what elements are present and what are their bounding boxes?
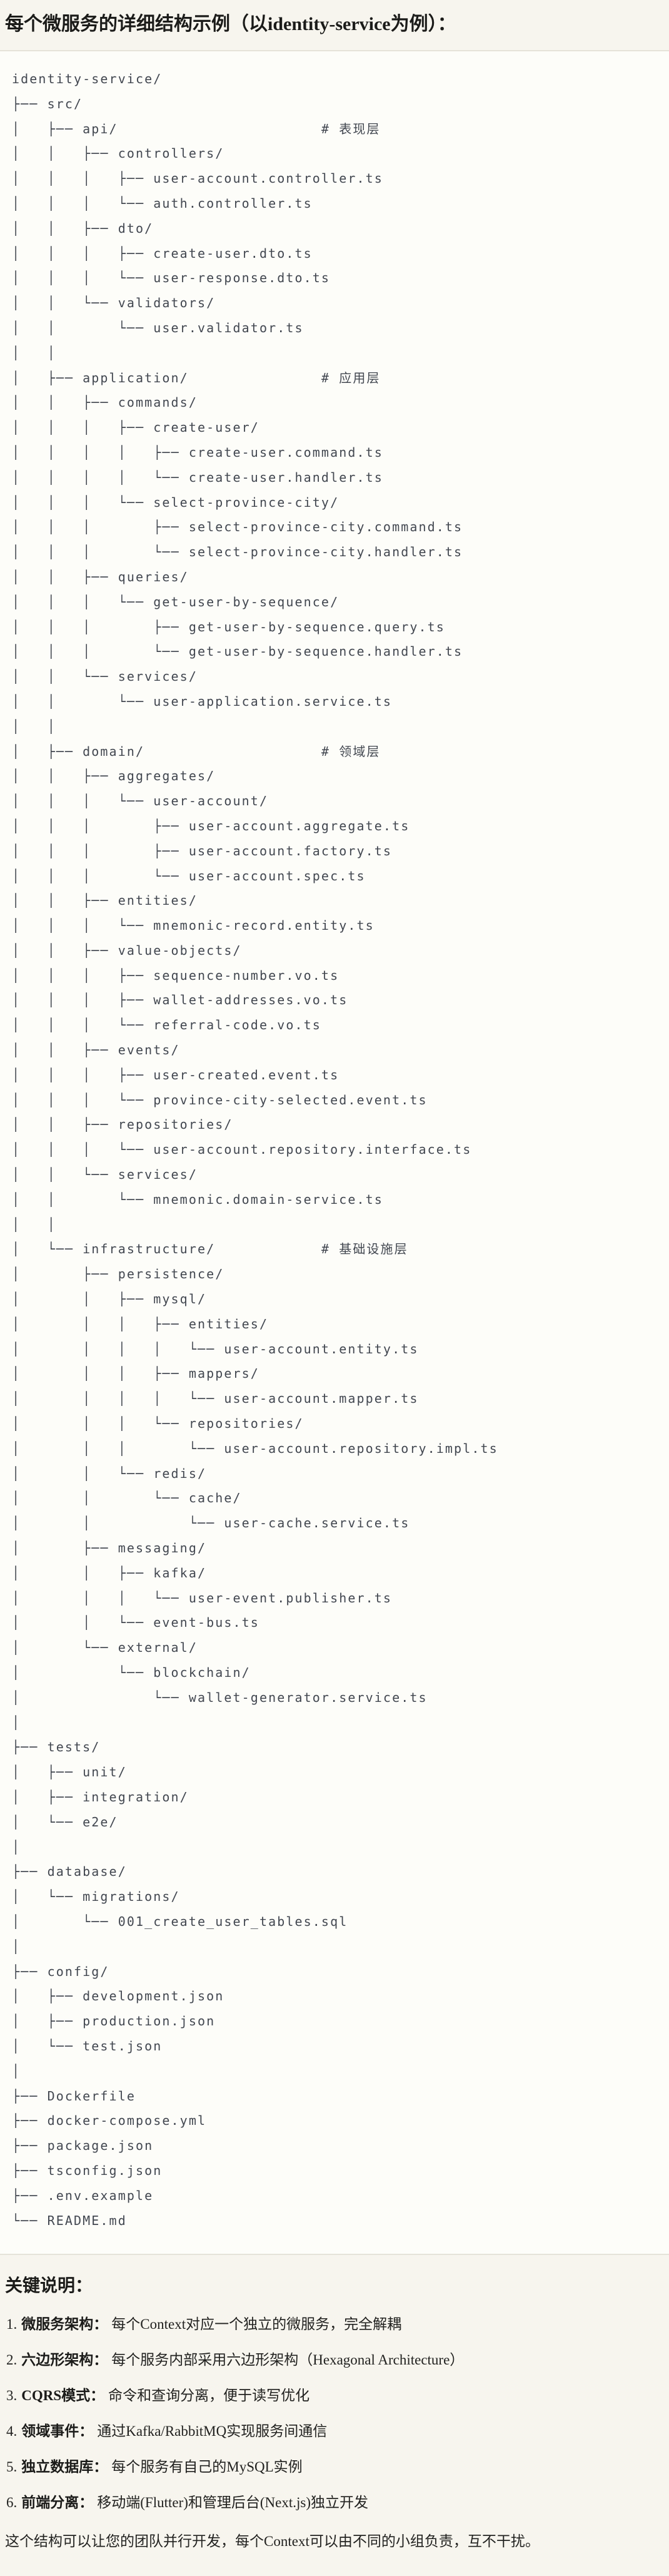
note-item: 2.六边形架构：每个服务内部采用六边形架构（Hexagonal Architec…: [5, 2351, 664, 2370]
note-text: 通过Kafka/RabbitMQ实现服务间通信: [97, 2423, 328, 2440]
note-number: 1.: [6, 2316, 18, 2333]
note-label: 独立数据库：: [21, 2459, 108, 2475]
note-text: 每个服务内部采用六边形架构（Hexagonal Architecture）: [111, 2352, 465, 2368]
notes-heading: 关键说明：: [5, 2276, 93, 2296]
note-text: 每个Context对应一个独立的微服务，完全解耦: [111, 2316, 402, 2333]
note-text: 每个服务有自己的MySQL实例: [111, 2459, 303, 2475]
page-title: 每个微服务的详细结构示例（以identity-service为例）：: [5, 14, 456, 34]
note-item: 5.独立数据库：每个服务有自己的MySQL实例: [5, 2458, 664, 2477]
note-label: 前端分离：: [21, 2495, 94, 2511]
notes-section: 关键说明： 1.微服务架构：每个Context对应一个独立的微服务，完全解耦 2…: [0, 2275, 669, 2551]
note-label: 六边形架构：: [21, 2352, 108, 2368]
note-number: 5.: [6, 2459, 18, 2475]
note-item: 3.CQRS模式：命令和查询分离，便于读写优化: [5, 2386, 664, 2405]
note-text: 命令和查询分离，便于读写优化: [108, 2388, 310, 2404]
note-number: 2.: [6, 2352, 18, 2368]
file-tree: identity-service/ ├── src/ │ ├── api/ # …: [12, 71, 498, 2228]
note-number: 4.: [6, 2423, 18, 2440]
note-item: 1.微服务架构：每个Context对应一个独立的微服务，完全解耦: [5, 2315, 664, 2334]
note-text: 移动端(Flutter)和管理后台(Next.js)独立开发: [97, 2495, 369, 2511]
note-item: 6.前端分离：移动端(Flutter)和管理后台(Next.js)独立开发: [5, 2493, 664, 2512]
note-number: 3.: [6, 2388, 18, 2404]
note-label: 领域事件：: [21, 2423, 94, 2440]
notes-footer: 这个结构可以让您的团队并行开发，每个Context可以由不同的小组负责，互不干扰…: [5, 2533, 540, 2550]
note-label: 微服务架构：: [21, 2316, 108, 2333]
note-item: 4.领域事件：通过Kafka/RabbitMQ实现服务间通信: [5, 2422, 664, 2441]
note-number: 6.: [6, 2495, 18, 2511]
page-header: 每个微服务的详细结构示例（以identity-service为例）：: [0, 0, 669, 50]
notes-list: 1.微服务架构：每个Context对应一个独立的微服务，完全解耦 2.六边形架构…: [5, 2315, 664, 2512]
note-label: CQRS模式：: [21, 2388, 105, 2404]
code-block: identity-service/ ├── src/ │ ├── api/ # …: [0, 50, 669, 2256]
